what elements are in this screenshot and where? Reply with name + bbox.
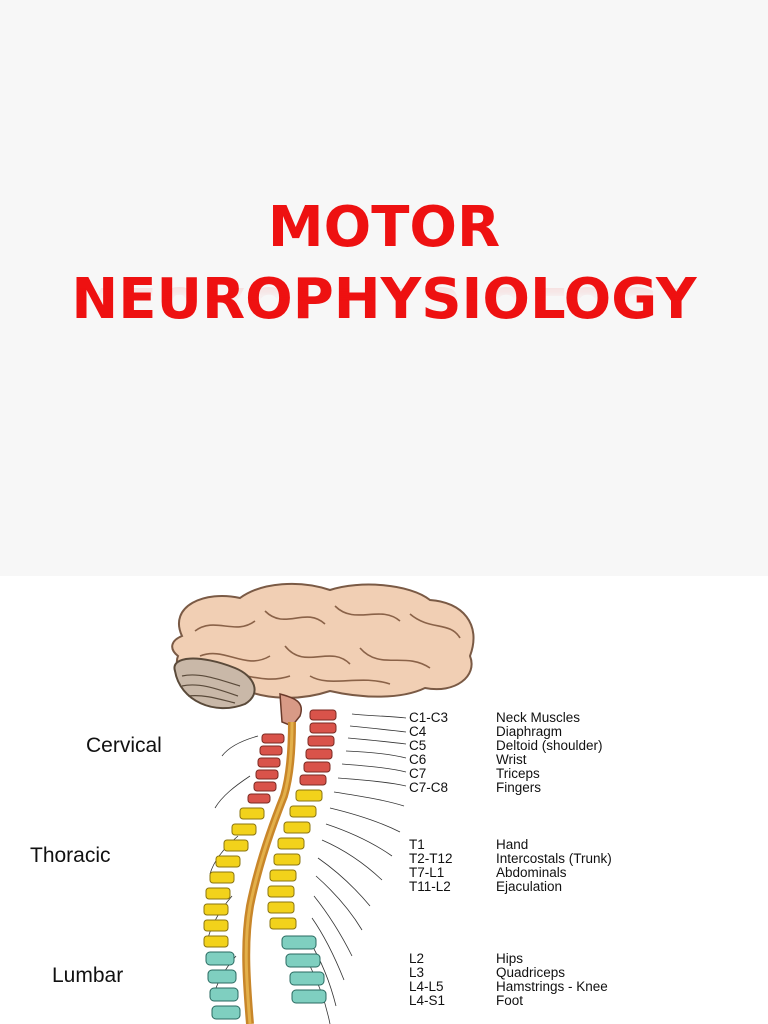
segment-level: C1-C3 (409, 710, 449, 725)
segment-function: Ejaculation (496, 879, 563, 894)
segment-row: T7-L1 Abdominals (409, 866, 567, 880)
segment-level: C5 (409, 738, 427, 753)
region-label-thoracic: Thoracic (30, 844, 111, 867)
slide-title: MOTOR NEUROPHYSIOLOGY (0, 192, 768, 336)
title-line-2: NEUROPHYSIOLOGY (71, 267, 697, 332)
segment-level: C7 (409, 766, 427, 781)
title-slide: MOTOR NEUROPHYSIOLOGY MOTOR NEUROPHYSIOL… (0, 192, 768, 414)
segment-row: C7-C8 Fingers (409, 781, 541, 795)
segment-function: Fingers (496, 780, 542, 795)
segment-level: T11-L2 (409, 879, 451, 894)
segment-row: T1 Hand (409, 838, 528, 852)
thoracic-vertebrae (203, 789, 323, 948)
segment-function: Abdominals (496, 865, 567, 880)
segment-level: L3 (409, 965, 425, 980)
segment-level: C7-C8 (409, 780, 449, 795)
segment-function: Deltoid (shoulder) (496, 738, 603, 753)
segment-level: L4-L5 (409, 979, 444, 994)
segment-function: Intercostals (Trunk) (496, 851, 612, 866)
segment-row: T11-L2 Ejaculation (409, 880, 562, 894)
title-reflection-line-2: NEUROPHYSIOLOGY (71, 274, 697, 339)
title-reflection-line-1: MOTOR (267, 346, 501, 411)
segment-level: L4-S1 (409, 993, 446, 1008)
segment-level: T7-L1 (409, 865, 445, 880)
brain-illustration (171, 582, 475, 727)
region-label-lumbar: Lumbar (52, 964, 124, 987)
segment-function: Triceps (496, 766, 540, 781)
segment-function: Diaphragm (496, 724, 563, 739)
segment-level: C6 (409, 752, 427, 767)
title-reflection: MOTOR NEUROPHYSIOLOGY (0, 270, 768, 414)
segment-function: Quadriceps (496, 965, 566, 980)
segment-row: C6 Wrist (409, 753, 527, 767)
segment-level: L2 (409, 951, 425, 966)
lumbar-vertebrae (205, 935, 327, 1020)
nerve-lines (309, 713, 407, 1024)
segment-level: T1 (409, 837, 425, 852)
segment-row: T2-T12 Intercostals (Trunk) (409, 852, 612, 866)
spine-illustration (171, 582, 475, 1024)
segment-function: Hamstrings - Knee (496, 979, 608, 994)
segment-row: L4-S1 Foot (409, 994, 523, 1008)
segment-level: C4 (409, 724, 427, 739)
segment-row: C1-C3 Neck Muscles (409, 711, 580, 725)
segment-row: L3 Quadriceps (409, 966, 565, 980)
segment-function: Hips (496, 951, 524, 966)
region-label-cervical: Cervical (86, 734, 162, 757)
segment-row: C7 Triceps (409, 767, 540, 781)
segment-function: Foot (496, 993, 524, 1008)
cervical-vertebrae (247, 709, 337, 804)
segment-function: Hand (496, 837, 529, 852)
segment-row: L4-L5 Hamstrings - Knee (409, 980, 608, 994)
title-line-1: MOTOR (267, 195, 501, 260)
segment-level: T2-T12 (409, 851, 453, 866)
segment-row: C5 Deltoid (shoulder) (409, 739, 603, 753)
spinal-diagram-slide: Cervical Thoracic Lumbar C1-C3 Neck Muscl… (0, 576, 768, 1024)
segment-row: L2 Hips (409, 952, 523, 966)
segment-function: Wrist (496, 752, 527, 767)
segment-row: C4 Diaphragm (409, 725, 562, 739)
segment-function: Neck Muscles (496, 710, 581, 725)
